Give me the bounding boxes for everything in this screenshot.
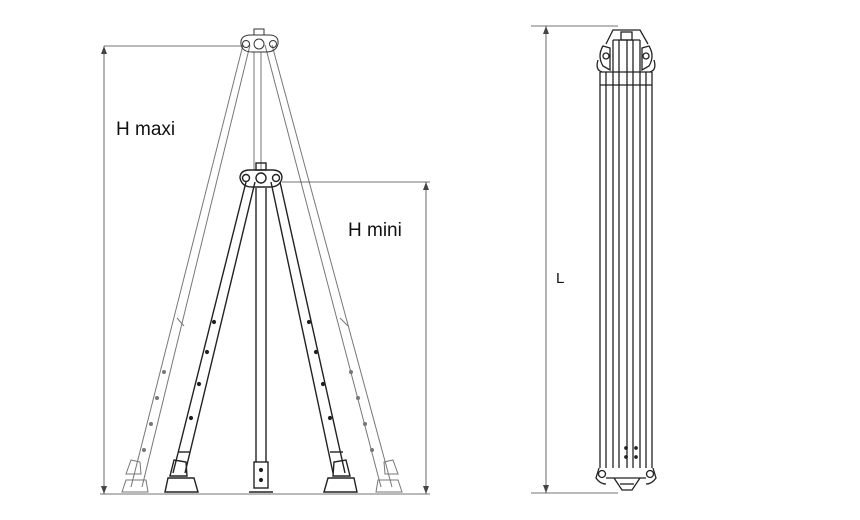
tripod-extended-left-leg [121,44,251,493]
dimension-h-max [101,45,244,494]
length-label: L [556,270,565,287]
tripod-folded [595,29,657,491]
tripod-retracted-left-leg [164,181,256,493]
tripod-extended-head [240,28,279,53]
tripod-extended-rear-leg [253,52,262,170]
tripod-extended-right-leg [264,44,403,493]
tripod-retracted [164,162,358,493]
tripod-retracted-rear-leg [249,188,273,493]
tripod-folded-feet [595,467,657,491]
dimension-h-min [282,181,430,494]
tripod-folded-body [599,40,653,468]
tripod-retracted-right-leg [270,181,358,493]
tripod-retracted-head [239,162,283,188]
dimension-length [531,25,618,494]
h-min-label: H mini [348,220,402,241]
tripod-folded-head [596,29,656,73]
h-max-label: H maxi [116,119,176,140]
tripod-extended [121,28,403,493]
